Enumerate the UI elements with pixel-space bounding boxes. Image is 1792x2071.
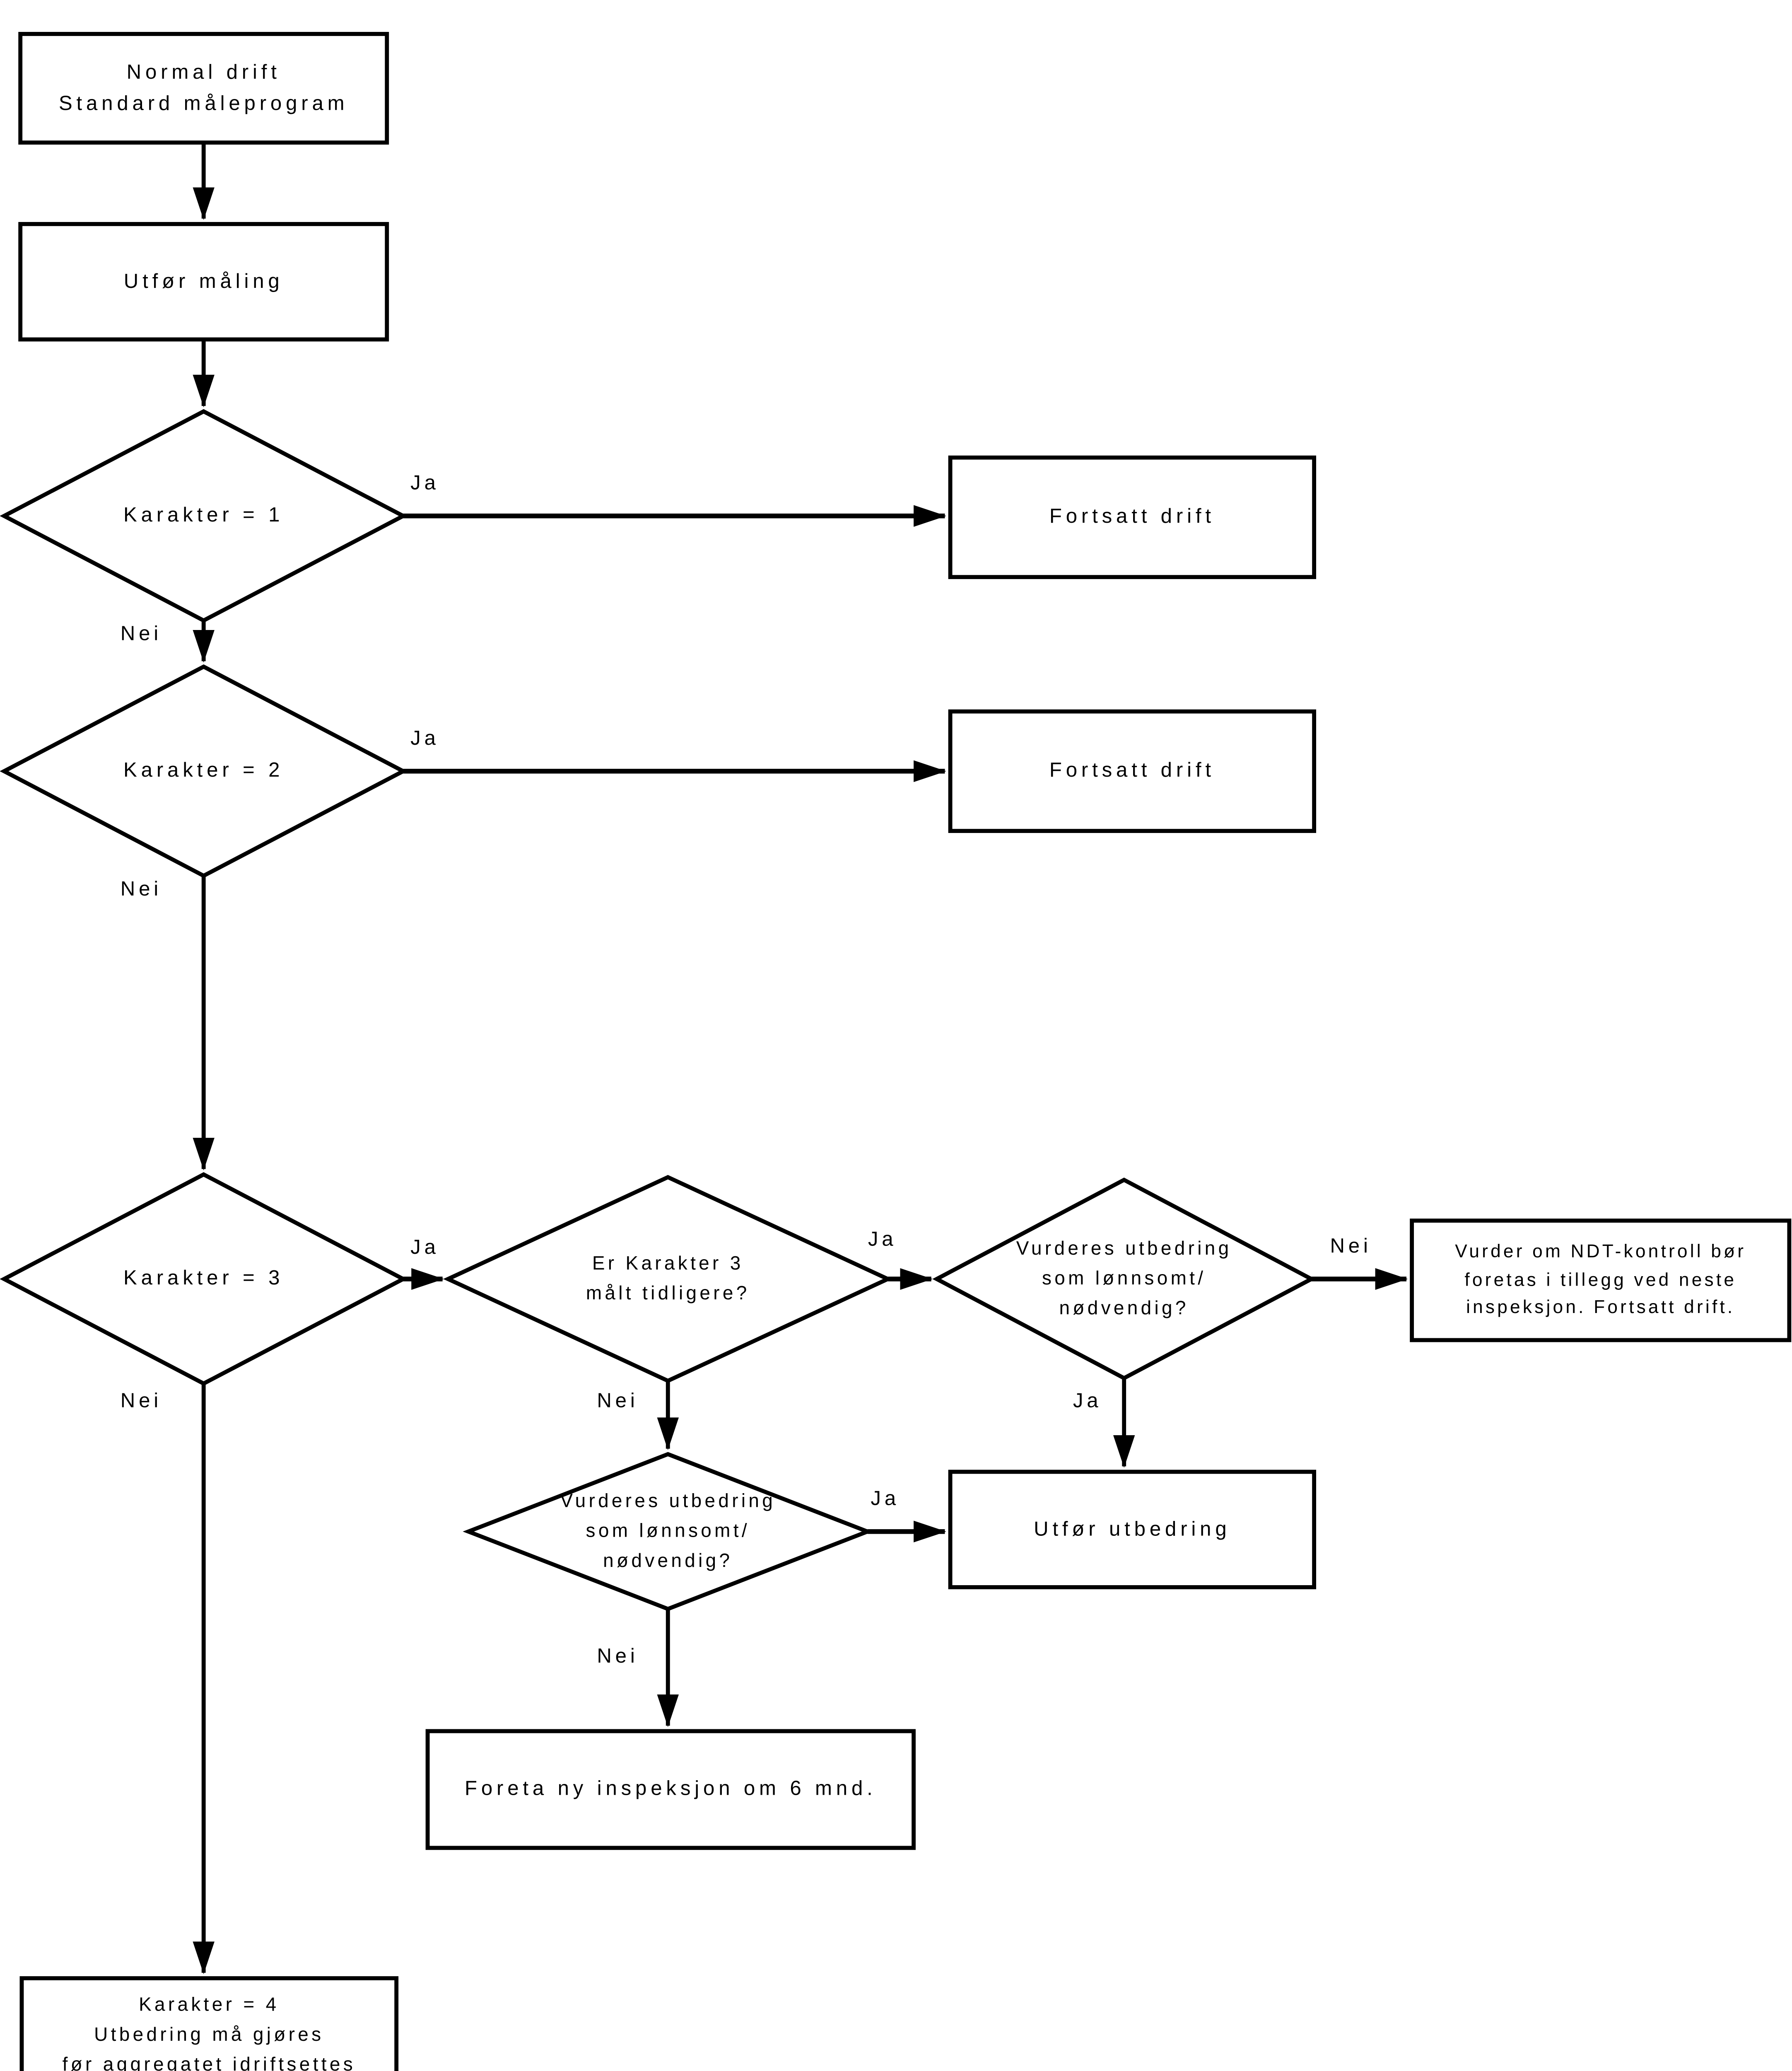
box-utfor-maling-shape — [18, 222, 389, 342]
node-vurderes-utbedring-2: Vurderes utbedring som lønnsomt/ nødvend… — [560, 1490, 776, 1571]
node-utfor-maling: Utfør måling — [123, 270, 284, 293]
edge-label-vurderes1-ja: Ja — [1073, 1390, 1102, 1413]
box-fortsatt-drift-1-shape — [948, 455, 1317, 579]
box-ndt-vurder-shape — [1410, 1219, 1792, 1342]
node-karakter4: Karakter = 4 Utbedring må gjøres før agg… — [62, 1994, 356, 2071]
box-foreta-ny-inspeksjon-shape — [425, 1729, 916, 1850]
edge-label-karakter1-nei: Nei — [120, 622, 162, 646]
node-fortsatt-drift-2: Fortsatt drift — [1049, 759, 1215, 783]
node-ndt-vurder: Vurder om NDT-kontroll bør foretas i til… — [1455, 1240, 1746, 1318]
edge-label-vurderes1-nei: Nei — [1330, 1235, 1372, 1258]
edge-label-karakter2-nei: Nei — [120, 878, 162, 901]
box-fortsatt-drift-2-shape — [948, 709, 1317, 833]
node-fortsatt-drift-1: Fortsatt drift — [1049, 505, 1215, 529]
edge-label-karakter1-ja: Ja — [410, 472, 439, 495]
edge-label-karakter3-ja: Ja — [410, 1236, 439, 1260]
edge-label-er-karakter3-ja: Ja — [868, 1228, 897, 1251]
box-karakter4-shape — [19, 1976, 399, 2071]
node-vurderes-utbedring-1: Vurderes utbedring som lønnsomt/ nødvend… — [1016, 1237, 1232, 1318]
node-karakter3: Karakter = 3 — [123, 1267, 284, 1291]
node-karakter2: Karakter = 2 — [123, 759, 284, 783]
node-foreta-ny-inspeksjon: Foreta ny inspeksjon om 6 mnd. — [464, 1778, 877, 1801]
node-karakter1: Karakter = 1 — [123, 504, 284, 528]
node-utfor-utbedring: Utfør utbedring — [1034, 1518, 1231, 1541]
box-utfor-utbedring-shape — [948, 1470, 1317, 1589]
node-er-karakter3-malt: Er Karakter 3 målt tidligere? — [586, 1252, 750, 1303]
edge-label-karakter3-nei: Nei — [120, 1390, 162, 1413]
node-start: Normal drift Standard måleprogram — [58, 60, 349, 116]
edge-label-karakter2-ja: Ja — [410, 727, 439, 751]
edge-label-er-karakter3-nei: Nei — [597, 1390, 639, 1413]
edge-label-vurderes2-ja: Ja — [871, 1487, 900, 1511]
edge-label-vurderes2-nei: Nei — [597, 1645, 639, 1668]
